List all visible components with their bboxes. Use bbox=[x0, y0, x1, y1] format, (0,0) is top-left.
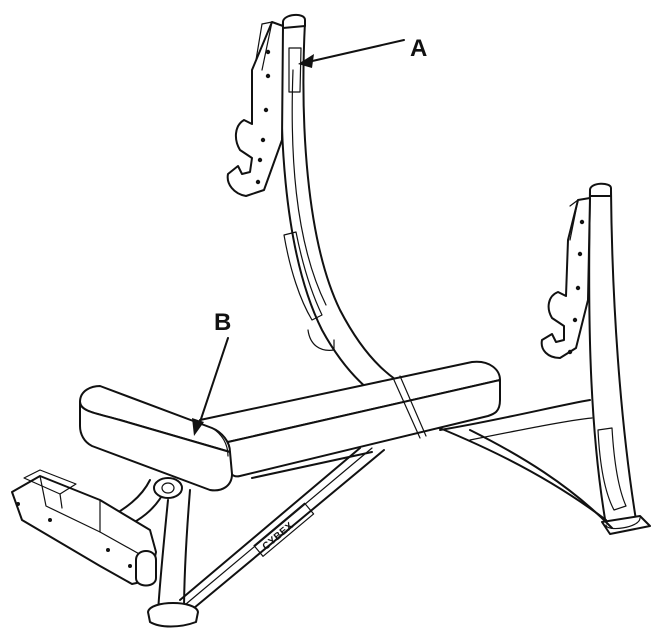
callout-a-label: A bbox=[410, 35, 427, 62]
right-upright bbox=[588, 182, 651, 535]
foot-roller bbox=[11, 469, 157, 587]
left-upright bbox=[280, 14, 429, 421]
callout-b-label: B bbox=[214, 309, 231, 336]
callout-a: A bbox=[298, 35, 427, 68]
bench-seat-pad bbox=[199, 360, 501, 479]
bench-head-pad bbox=[79, 385, 233, 492]
left-hook-bracket bbox=[226, 21, 284, 197]
right-hook-bracket bbox=[540, 197, 591, 359]
callout-b: B bbox=[192, 309, 231, 436]
base-frame bbox=[179, 399, 613, 609]
